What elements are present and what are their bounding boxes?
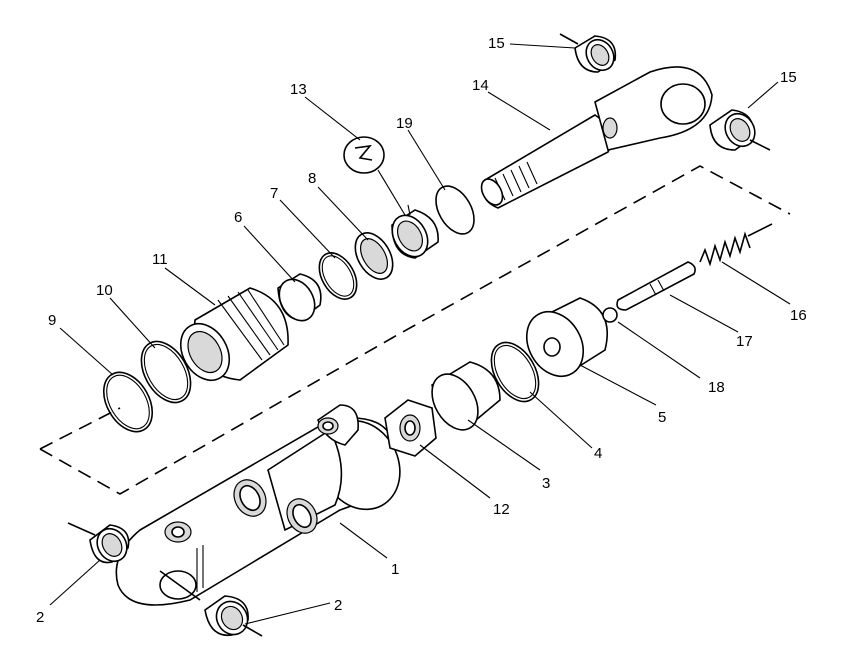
part-16-spring [699,223,773,267]
callout-1: 1 [391,561,399,578]
part-9-ring [102,371,154,433]
part-18-ball [602,307,618,323]
part-12-hex-nut [384,399,437,457]
part-19-snap-ring [435,185,475,235]
callout-14: 14 [472,77,489,94]
part-11-gland-head [179,287,289,382]
part-10-ring [140,340,192,404]
callout-2-left: 2 [36,609,44,626]
part-6-bearing [277,273,322,322]
assembly-boundary-dashed-line [39,165,791,495]
callout-15-right: 15 [780,69,797,86]
part-7-ring [318,252,358,300]
callout-7: 7 [270,185,278,202]
callout-8: 8 [308,170,316,187]
callout-5: 5 [658,409,666,426]
part-5-piston [525,297,609,377]
callout-2-right: 2 [334,597,342,614]
part-15-bushing-left [559,33,617,73]
callout-18: 18 [708,379,725,396]
callout-3: 3 [542,475,550,492]
part-13-seal-kit [343,136,385,174]
callout-6: 6 [234,209,242,226]
part-14-rod [480,66,713,209]
leader-lines [49,43,791,625]
part-1-cylinder-body [115,404,401,606]
part-3-wear-band [431,361,501,431]
part-2-bushing-left [67,522,130,564]
part-2-bushing-right [204,595,263,637]
part-17-pin [616,261,696,311]
callout-15-left: 15 [488,35,505,52]
callout-13: 13 [290,81,307,98]
callout-16: 16 [790,307,807,324]
callout-4: 4 [594,445,602,462]
callout-19: 19 [396,115,413,132]
callout-9: 9 [48,312,56,329]
part-19-seal [391,209,439,259]
part-15-bushing-right [709,109,771,151]
part-8-seal [354,232,394,280]
callout-10: 10 [96,282,113,299]
part-4-ring [490,341,540,403]
assembly-boundary-left-edge [39,407,121,450]
callout-12: 12 [493,501,510,518]
callout-11: 11 [152,251,168,268]
callout-17: 17 [736,333,753,350]
